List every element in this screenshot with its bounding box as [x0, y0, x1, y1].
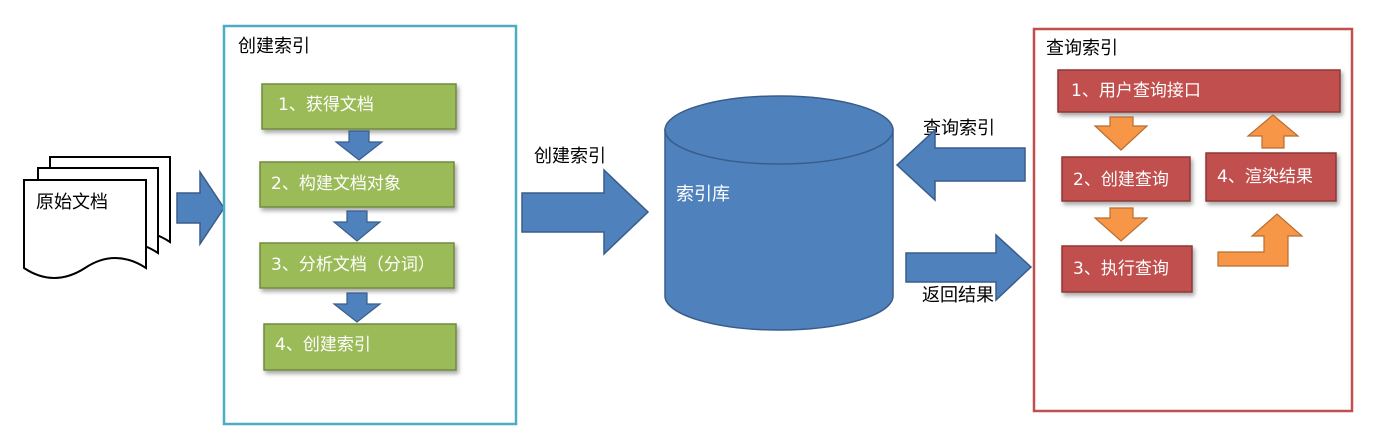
- create-index-panel: 创建索引 1、获得文档 2、构建文档对象 3、分析文档（分词） 4、创建索引: [222, 24, 518, 426]
- down-arrow-icon: [332, 210, 382, 242]
- arrow-db-to-result: [905, 233, 1033, 302]
- source-document-stack: 原始文档: [23, 156, 171, 279]
- create-arrow-label: 创建索引: [534, 146, 606, 167]
- bent-up-arrow-icon: [1217, 213, 1304, 267]
- query-step-1-label: 1、用户查询接口: [1071, 81, 1201, 101]
- create-step-box: [259, 161, 455, 208]
- query-step-box: [1205, 152, 1337, 202]
- query-step-2-label: 2、创建查询: [1073, 170, 1169, 190]
- query-step-box: [1057, 69, 1341, 113]
- arrow-create-to-db: [521, 168, 650, 256]
- down-arrow-icon: [334, 130, 384, 161]
- down-arrow-icon: [1093, 116, 1149, 151]
- down-arrow-icon: [332, 292, 382, 323]
- return-arrow-label: 返回结果: [922, 285, 994, 306]
- create-step-4-label: 4、创建索引: [275, 335, 371, 355]
- query-panel-title: 查询索引: [1046, 38, 1118, 59]
- index-database-cylinder: 索引库: [664, 95, 894, 331]
- query-step-3-label: 3、执行查询: [1073, 259, 1169, 279]
- arrow-doc-to-create: [176, 169, 225, 247]
- create-step-3-label: 3、分析文档（分词）: [271, 255, 435, 275]
- query-step-4-label: 4、渲染结果: [1217, 167, 1313, 187]
- source-document-label: 原始文档: [36, 192, 108, 213]
- arrow-query-to-db: [895, 128, 1026, 202]
- index-database-label: 索引库: [676, 184, 730, 205]
- create-panel-title: 创建索引: [238, 36, 310, 57]
- create-step-box: [259, 242, 455, 289]
- query-index-panel: 查询索引 1、用户查询接口 2、创建查询 3、执行查询 4、渲染结果: [1032, 27, 1354, 413]
- query-step-box: [1061, 156, 1191, 202]
- create-step-1-label: 1、获得文档: [278, 95, 374, 115]
- create-step-box: [261, 83, 457, 130]
- create-step-box: [263, 323, 457, 371]
- up-arrow-icon: [1246, 114, 1300, 149]
- query-step-box: [1061, 245, 1193, 293]
- down-arrow-icon: [1093, 207, 1149, 242]
- query-arrow-label: 查询索引: [923, 118, 995, 139]
- create-step-2-label: 2、构建文档对象: [271, 174, 401, 194]
